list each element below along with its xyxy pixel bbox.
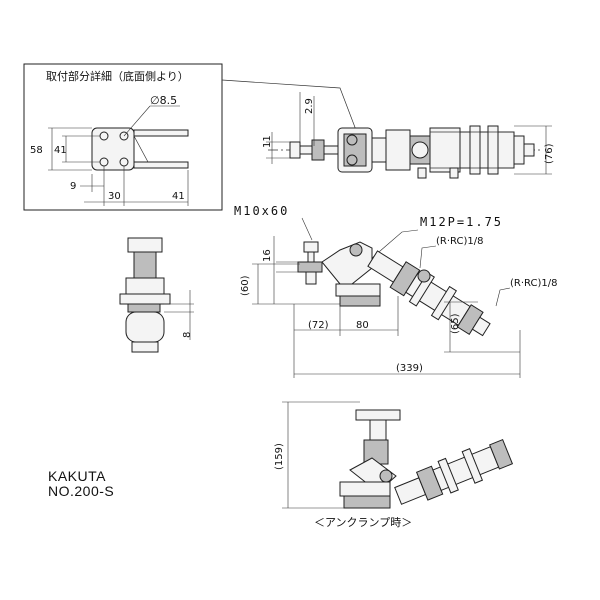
base-plate-bottom-view bbox=[91, 127, 189, 171]
front-view: 8 bbox=[119, 237, 194, 353]
dim-60: (60) bbox=[240, 275, 251, 296]
side-view: M10x60 M12P=1.75 (R·RC)1/8 (R·RC)1/8 16 … bbox=[234, 204, 557, 378]
port-label-lower: (R·RC)1/8 bbox=[510, 278, 557, 289]
unclamp-view: (159) ＜アンクランプ時＞ bbox=[274, 401, 514, 529]
mounting-detail-panel: 取付部分詳細（底面側より） ∅8.5 58 41 bbox=[23, 63, 357, 211]
detail-frame bbox=[23, 63, 223, 211]
dim-58: 58 bbox=[30, 145, 43, 156]
dim-76: (76) bbox=[544, 143, 555, 164]
dim-11: 11 bbox=[262, 135, 273, 148]
top-view: 2.9 11 (76) bbox=[262, 92, 555, 179]
dim-16: 16 bbox=[262, 249, 273, 262]
dim-339: (339) bbox=[396, 363, 423, 374]
detail-title: 取付部分詳細（底面側より） bbox=[46, 69, 189, 83]
dim-9: 9 bbox=[70, 181, 76, 192]
unclamp-caption: ＜アンクランプ時＞ bbox=[314, 516, 412, 529]
dim-65: (65) bbox=[450, 313, 461, 334]
mount-hole bbox=[119, 131, 129, 141]
dim-80: 80 bbox=[356, 320, 369, 331]
detail-leader bbox=[221, 79, 357, 131]
dim-2-9: 2.9 bbox=[304, 98, 315, 114]
hole-diameter-label: ∅8.5 bbox=[150, 94, 177, 107]
brand-maker: KAKUTA bbox=[48, 468, 106, 484]
thread-label: M12P=1.75 bbox=[420, 215, 503, 229]
dim-159: (159) bbox=[274, 443, 285, 470]
dim-72: (72) bbox=[308, 320, 329, 331]
brand-block: KAKUTA NO.200-S bbox=[48, 469, 114, 499]
dim-30: 30 bbox=[108, 191, 121, 202]
dim-41-horizontal: 41 bbox=[172, 191, 185, 202]
port-label-upper: (R·RC)1/8 bbox=[436, 236, 483, 247]
brand-model: NO.200-S bbox=[48, 483, 115, 499]
dim-8: 8 bbox=[182, 332, 193, 338]
dim-41-vertical: 41 bbox=[54, 145, 67, 156]
bolt-label: M10x60 bbox=[234, 204, 289, 218]
